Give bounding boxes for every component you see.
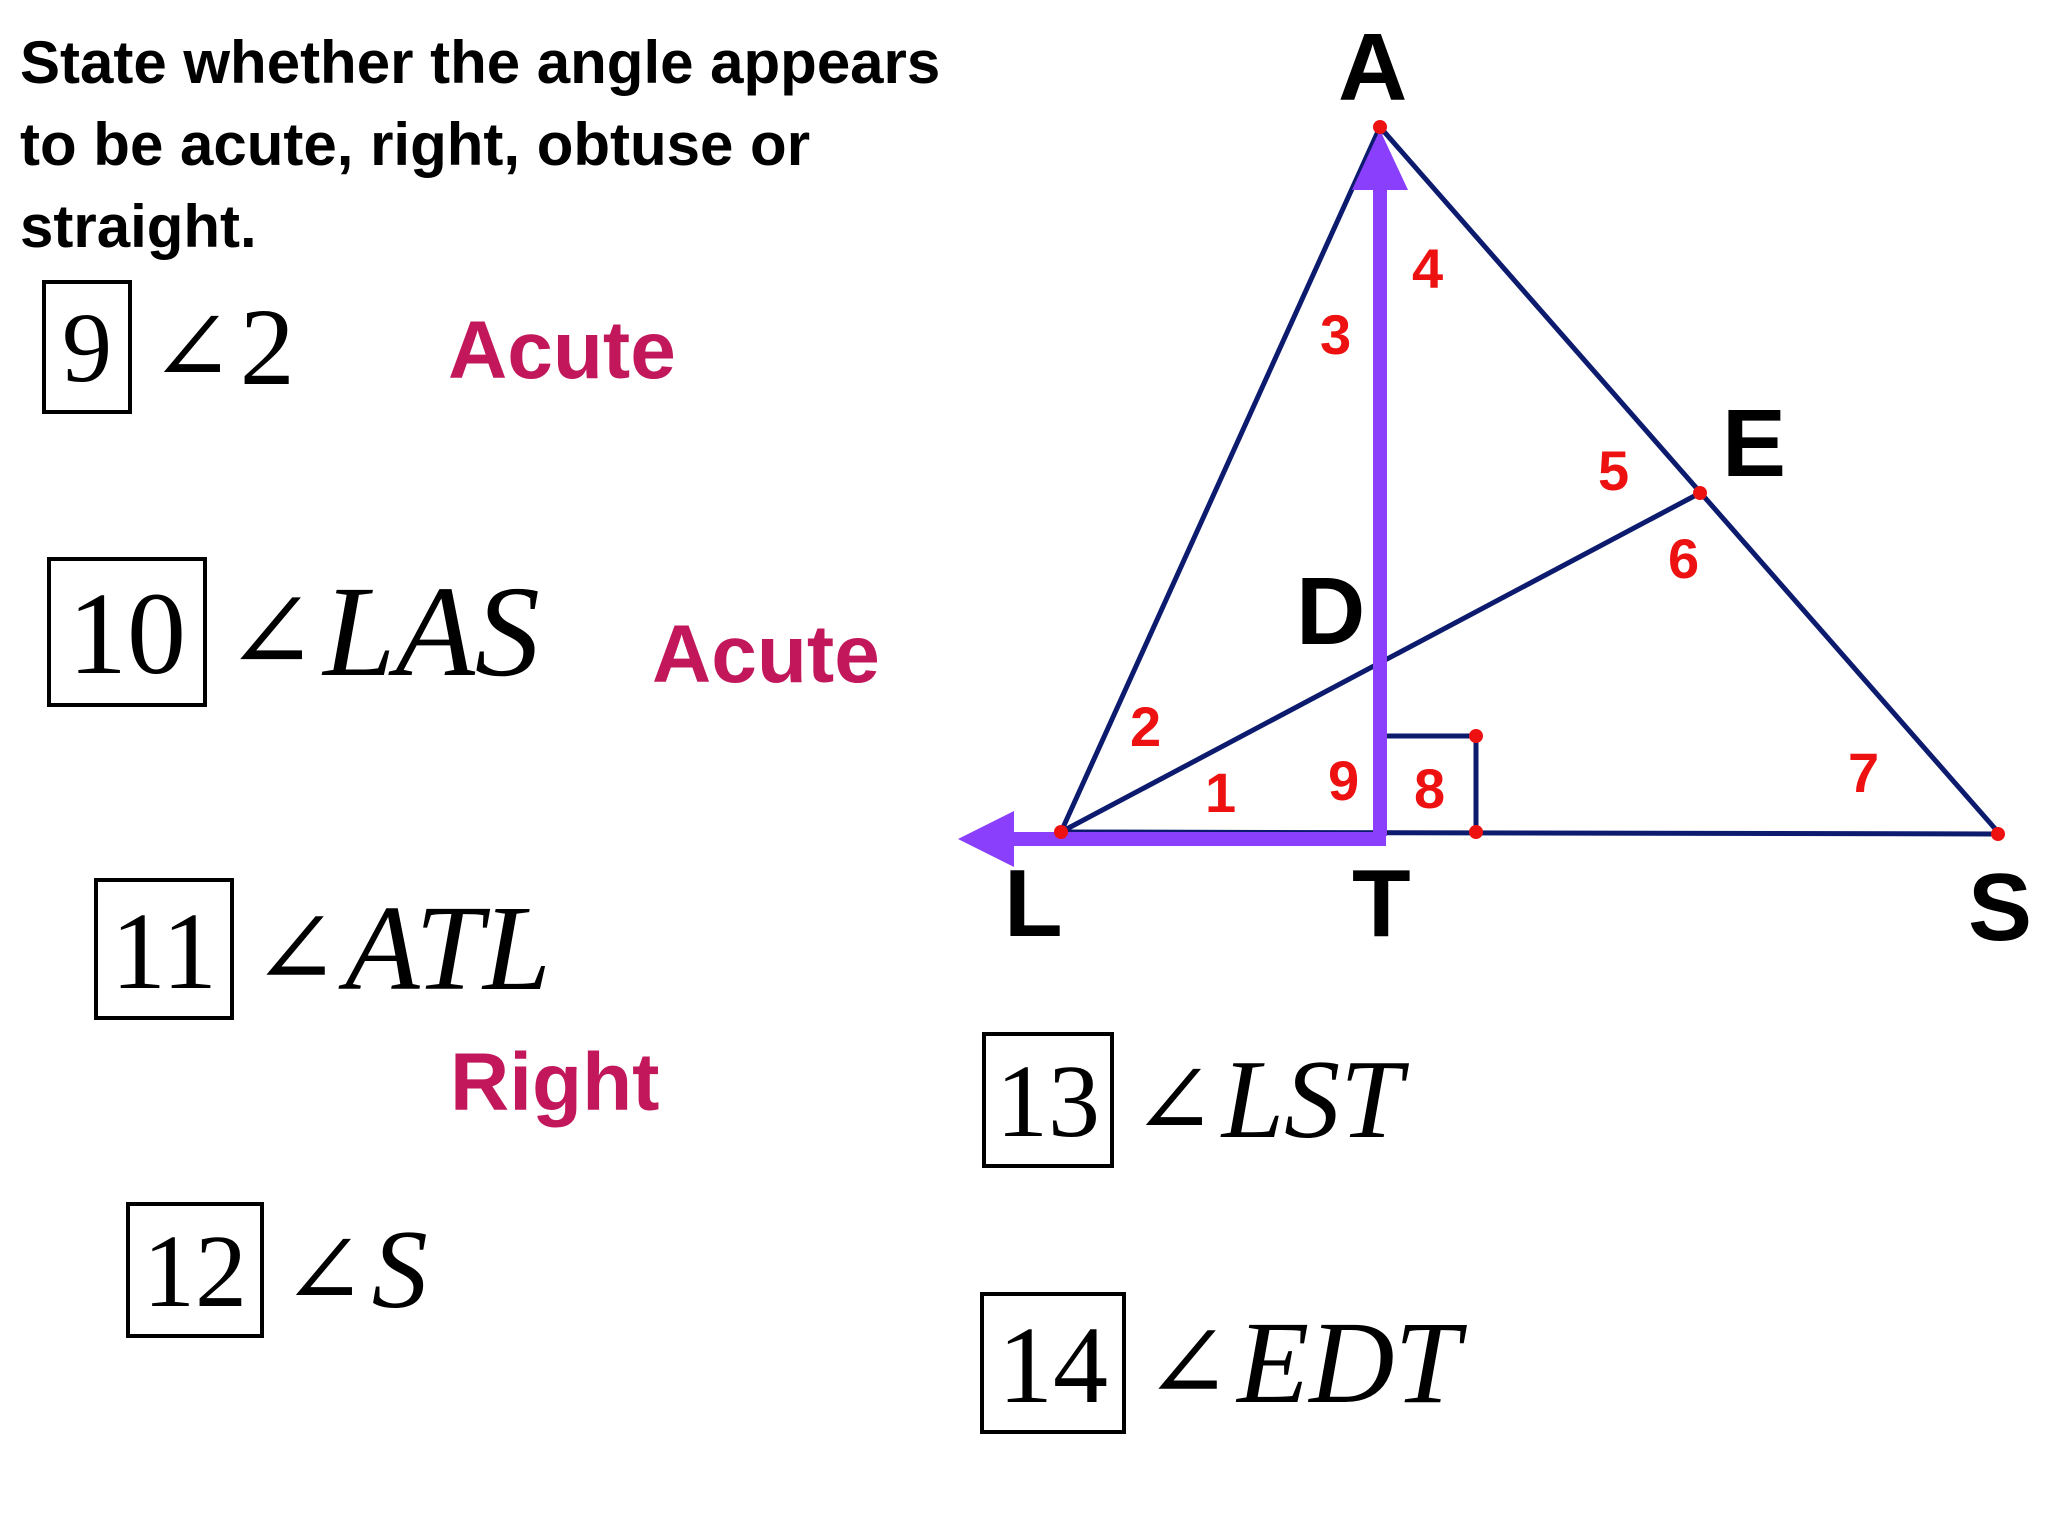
right-angle-marker (1380, 733, 1479, 832)
angle-label-2: 2 (1130, 695, 1161, 758)
point-marker-top (1469, 729, 1483, 743)
point-s (1991, 827, 2005, 841)
angle-label-4: 4 (1412, 237, 1443, 300)
vertex-label-d: D (1296, 558, 1365, 665)
angle-name: LST (1221, 1037, 1403, 1162)
problem-number-box: 9 (42, 280, 132, 414)
angle-label-5: 5 (1598, 439, 1629, 502)
point-e (1693, 486, 1707, 500)
angle-name: LAS (323, 560, 540, 704)
ray-tl-arrowhead (958, 811, 1014, 867)
ray-ta-arrowhead (1352, 130, 1408, 190)
instructions: State whether the angle appears to be ac… (20, 22, 1120, 268)
segment-le (1059, 490, 1702, 835)
problem-number-box: 13 (982, 1032, 1114, 1168)
problem-9: 9 ∠ 2 (42, 280, 295, 414)
angle-symbol: ∠ (1132, 1041, 1216, 1159)
angle-symbol: ∠ (282, 1211, 366, 1329)
angle-name: ATL (345, 881, 551, 1016)
problem-number-box: 10 (47, 557, 207, 707)
angle-symbol: ∠ (1144, 1302, 1232, 1424)
instructions-line-2: to be acute, right, obtuse or (20, 111, 811, 178)
answer-problem-10: Acute (652, 609, 880, 700)
angle-label-1: 1 (1205, 761, 1236, 824)
problem-14: 14 ∠ EDT (980, 1292, 1460, 1434)
angle-label-7: 7 (1848, 741, 1879, 804)
answer-problem-11: Right (450, 1037, 660, 1128)
point-l (1054, 825, 1068, 839)
instructions-line-3: straight. (20, 193, 257, 260)
angle-name: 2 (239, 285, 295, 408)
vertex-label-t: T (1352, 850, 1411, 957)
instructions-line-1: State whether the angle appears (20, 29, 941, 96)
angle-label-9: 9 (1328, 749, 1359, 812)
angle-label-8: 8 (1414, 757, 1445, 820)
angle-symbol: ∠ (252, 888, 340, 1010)
answer-problem-9: Acute (448, 305, 676, 396)
problem-number-box: 12 (126, 1202, 264, 1338)
angle-name: S (371, 1207, 428, 1332)
vertex-label-e: E (1722, 390, 1786, 497)
point-a (1373, 120, 1387, 134)
segment-as (1378, 125, 2000, 834)
problem-number-box: 11 (94, 878, 234, 1020)
angle-symbol: ∠ (150, 288, 234, 406)
angle-symbol: ∠ (225, 568, 318, 696)
vertex-label-a: A (1338, 14, 1407, 121)
problem-13: 13 ∠ LST (982, 1032, 1402, 1168)
angle-name: EDT (1237, 1297, 1461, 1428)
problem-11: 11 ∠ ATL (94, 878, 551, 1020)
angle-label-3: 3 (1320, 303, 1351, 366)
angle-label-6: 6 (1668, 527, 1699, 590)
segment-ls (1060, 829, 1999, 837)
vertex-label-l: L (1004, 850, 1063, 957)
problem-10: 10 ∠ LAS (47, 557, 540, 707)
problem-12: 12 ∠ S (126, 1202, 428, 1338)
vertex-label-s: S (1968, 854, 2032, 961)
point-marker-bottom (1469, 825, 1483, 839)
problem-number-box: 14 (980, 1292, 1126, 1434)
